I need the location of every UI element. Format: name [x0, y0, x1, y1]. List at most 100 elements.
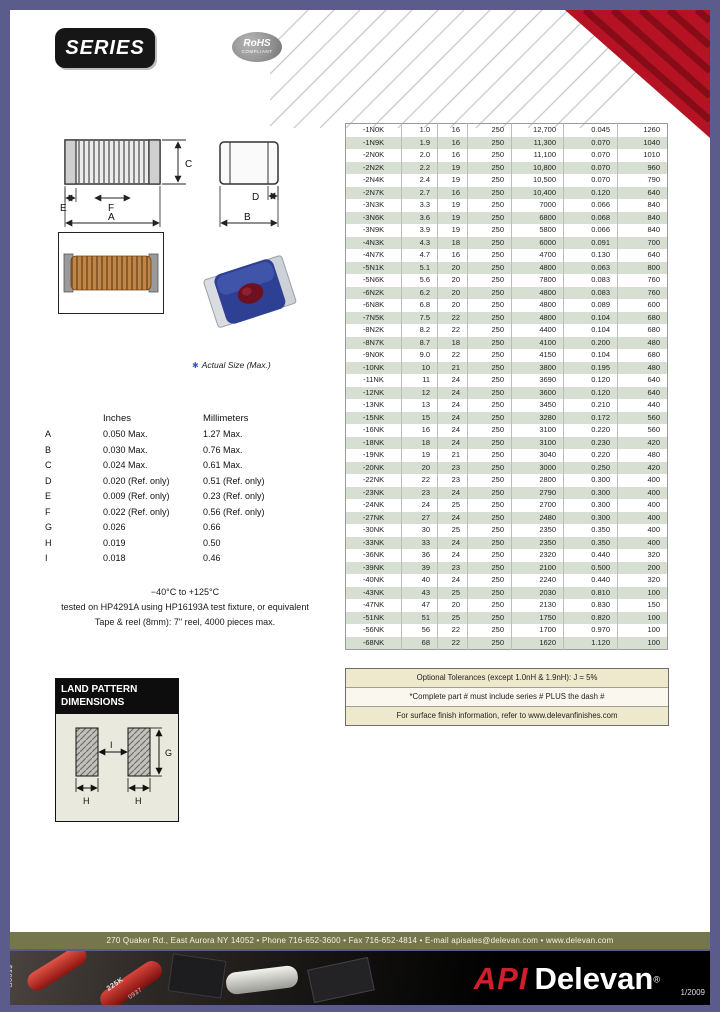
tolerance-note: Optional Tolerances (except 1.0nH & 1.9n…	[346, 669, 668, 687]
dims-header-mm: Millimeters	[203, 413, 249, 424]
tolerance-note: *Complete part # must include series # P…	[346, 687, 668, 706]
dim-label-f: F	[108, 203, 114, 214]
land-label-i: I	[110, 740, 113, 750]
rohs-label: RoHS	[243, 38, 271, 49]
actual-size-text: Actual Size (Max.)	[201, 360, 271, 370]
rohs-sublabel: COMPLIANT	[241, 49, 273, 54]
dim-label-b: B	[244, 212, 251, 223]
edition-date: 1/2009	[680, 988, 705, 997]
smd-component-photo	[203, 255, 297, 328]
coil-photo	[58, 232, 164, 314]
dim-label-a: A	[108, 212, 115, 223]
tolerance-box: Optional Tolerances (except 1.0nH & 1.9n…	[345, 668, 669, 726]
registered-mark: ®	[653, 974, 660, 985]
red-corner-decoration	[565, 10, 710, 138]
land-pattern-title: LAND PATTERN DIMENSIONS	[56, 679, 178, 714]
dim-label-d: D	[252, 192, 259, 203]
land-label-h1: H	[83, 796, 90, 806]
temp-range-note: −40°C to +125°C	[150, 587, 220, 597]
tolerance-note: For surface finish information, refer to…	[346, 706, 668, 725]
logo-api-text: API	[473, 961, 529, 996]
rohs-badge: RoHS COMPLIANT	[232, 32, 282, 62]
dims-header-inches: Inches	[103, 413, 131, 424]
address-bar: 270 Quaker Rd., East Aurora NY 14052 • P…	[10, 932, 710, 949]
land-label-g: G	[165, 748, 172, 758]
photo-label: $590R-	[10, 965, 12, 991]
inductor-photo-silver	[224, 964, 300, 996]
actual-size-note: ✱Actual Size (Max.)	[192, 360, 271, 370]
series-badge: SERIES	[55, 28, 155, 68]
land-label-h2: H	[135, 796, 142, 806]
asterisk-icon: ✱	[192, 361, 199, 370]
dim-label-e: E	[60, 203, 67, 214]
inductor-photo-block-1	[167, 953, 227, 999]
land-pattern-box: LAND PATTERN DIMENSIONS I	[55, 678, 179, 822]
notes-block: −40°C to +125°C tested on HP4291A using …	[40, 584, 330, 631]
land-pattern-diagram: I G H H	[75, 727, 172, 806]
dim-label-c: C	[185, 159, 192, 170]
inductor-photo-red-1	[23, 951, 91, 995]
tape-reel-note: Tape & reel (8mm): 7" reel, 4000 pieces …	[94, 617, 276, 627]
datasheet-page: SERIES RoHS COMPLIANT C E	[10, 10, 710, 932]
dimension-diagram: C E F A D B	[60, 139, 279, 227]
test-equipment-note: tested on HP4291A using HP16193A test fi…	[61, 602, 309, 612]
series-badge-label: SERIES	[65, 36, 145, 59]
